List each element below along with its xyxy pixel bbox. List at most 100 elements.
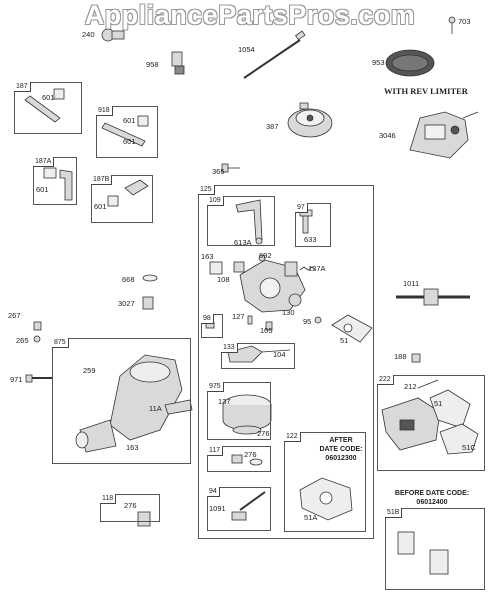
part-122-gasket-drawing xyxy=(299,477,353,521)
before-date-code: 06012400 xyxy=(416,498,448,506)
part-703-drawing xyxy=(448,16,456,34)
box-222 xyxy=(377,375,485,471)
part-label-127: 127 xyxy=(232,312,245,321)
part-958-drawing xyxy=(171,51,185,75)
box-109 xyxy=(207,196,275,246)
part-label-276-118: 276 xyxy=(124,501,137,510)
part-label-601-box187: 601 xyxy=(42,93,55,102)
box-975 xyxy=(207,382,271,440)
part-label-387: 387 xyxy=(266,122,279,131)
part-label-11A: 11A xyxy=(149,404,162,413)
part-label-633: 633 xyxy=(304,235,317,244)
part-label-127A: 127A xyxy=(308,264,326,273)
part-51-gasket-drawing xyxy=(331,314,373,343)
before-date-heading: BEFORE DATE CODE: 06012400 xyxy=(384,490,480,508)
box-187B-tag: 187B xyxy=(91,175,113,185)
part-label-365: 365 xyxy=(212,167,225,176)
part-387-drawing xyxy=(287,102,333,138)
part-label-188: 188 xyxy=(394,352,407,361)
part-label-971: 971 xyxy=(10,375,23,384)
box-187 xyxy=(14,82,82,134)
box-122-tag: 122 xyxy=(284,432,301,442)
carburetor-drawing xyxy=(239,259,306,313)
box-109-tag: 109 xyxy=(207,196,224,206)
box-122 xyxy=(284,432,366,532)
part-label-163-carb: 163 xyxy=(201,252,214,261)
part-label-212: 212 xyxy=(404,382,417,391)
part-label-601-box918: 601 xyxy=(123,116,136,125)
part-label-703: 703 xyxy=(458,17,471,26)
part-label-692: 692 xyxy=(259,251,272,260)
part-label-3027: 3027 xyxy=(118,299,135,308)
part-1011-drawing xyxy=(396,288,470,306)
box-133 xyxy=(221,343,295,369)
box-117-tag: 117 xyxy=(207,446,224,456)
part-label-51C: 51C xyxy=(462,443,476,452)
part-label-104: 104 xyxy=(273,350,286,359)
part-label-3046: 3046 xyxy=(379,131,396,140)
box-94 xyxy=(207,487,271,531)
watermark: AppliancePartsPros.com xyxy=(84,0,416,30)
box-975-tag: 975 xyxy=(207,382,224,392)
box-118-tag: 118 xyxy=(100,494,117,504)
part-label-601-box918-b: 601 xyxy=(123,137,136,146)
part-label-267: 267 xyxy=(8,311,21,320)
part-label-953: 953 xyxy=(372,58,385,67)
part-label-51-carb: 51 xyxy=(340,336,349,345)
part-875-drawing xyxy=(75,354,193,453)
box-51B xyxy=(385,508,485,590)
before-date-label: BEFORE DATE CODE: xyxy=(394,490,470,497)
rev-limiter-heading: WITH REV LIMITER xyxy=(384,86,468,96)
part-label-163-875: 163 xyxy=(126,443,139,452)
box-117 xyxy=(207,446,271,472)
part-label-276-117: 276 xyxy=(244,450,257,459)
box-187A xyxy=(33,157,77,205)
part-975-bowl-drawing xyxy=(222,394,272,435)
box-187B xyxy=(91,175,153,223)
box-918 xyxy=(96,106,158,158)
part-label-1091: 1091 xyxy=(209,504,226,513)
part-label-130: 130 xyxy=(282,308,295,317)
part-918-drawing xyxy=(101,115,149,147)
part-label-265: 265 xyxy=(16,336,29,345)
box-98-tag: 98 xyxy=(201,314,214,324)
part-3046-drawing xyxy=(409,111,479,159)
part-label-601-box187B: 601 xyxy=(94,202,107,211)
part-label-613A: 613A xyxy=(234,238,252,247)
box-187A-tag: 187A xyxy=(33,157,55,167)
box-125 xyxy=(198,185,374,539)
part-240-drawing xyxy=(101,28,125,42)
part-label-1011: 1011 xyxy=(403,279,420,288)
part-1054-drawing xyxy=(243,39,301,79)
part-label-108: 108 xyxy=(217,275,230,284)
box-133-tag: 133 xyxy=(221,343,238,353)
after-date-line2: DATE CODE: xyxy=(319,445,363,453)
part-label-958: 958 xyxy=(146,60,159,69)
part-label-95: 95 xyxy=(303,317,312,326)
box-94-tag: 94 xyxy=(207,487,220,497)
box-918-tag: 918 xyxy=(96,106,113,116)
part-label-240: 240 xyxy=(82,30,95,39)
part-label-259: 259 xyxy=(83,366,96,375)
part-222-drawing xyxy=(381,379,479,455)
part-187A-drawing xyxy=(43,167,73,201)
part-267-drawing xyxy=(33,321,42,331)
box-118 xyxy=(100,494,160,522)
part-187-drawing xyxy=(24,88,65,123)
box-222-tag: 222 xyxy=(377,375,394,385)
after-date-line1: AFTER xyxy=(329,437,353,444)
part-label-668: 668 xyxy=(122,275,135,284)
part-94-drawing xyxy=(231,491,266,521)
part-label-51A: 51A xyxy=(304,513,318,522)
part-187B-drawing xyxy=(107,179,149,207)
part-51B-drawing xyxy=(397,531,449,575)
after-date-line3: 06012300 xyxy=(325,454,357,462)
part-label-601-box187A: 601 xyxy=(36,185,49,194)
box-51B-tag: 51B xyxy=(385,508,403,518)
part-label-51-222: 51 xyxy=(434,399,443,408)
box-125-tag: 125 xyxy=(198,185,215,195)
box-97 xyxy=(295,203,331,247)
part-365-drawing xyxy=(221,163,240,173)
part-label-105: 105 xyxy=(260,326,273,335)
